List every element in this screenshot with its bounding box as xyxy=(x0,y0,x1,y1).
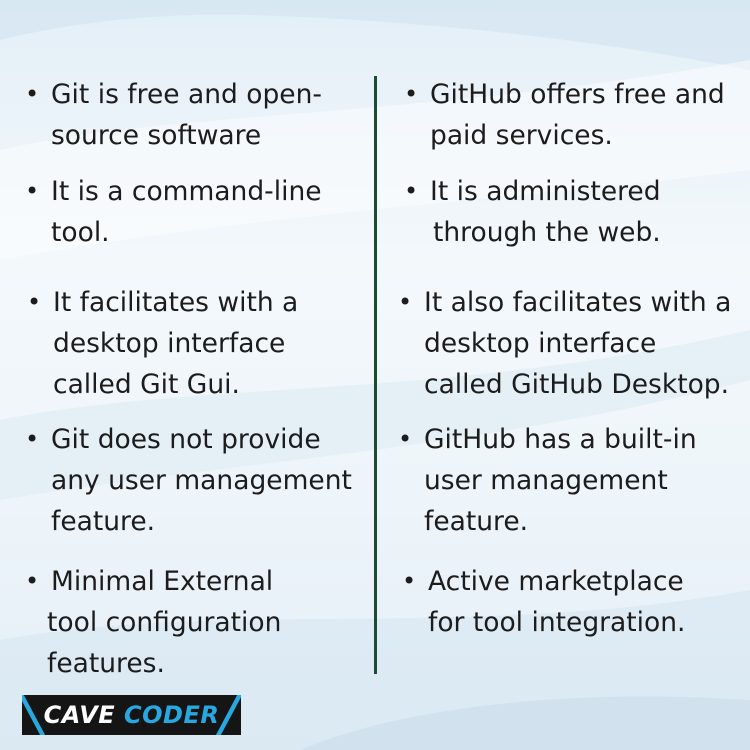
bullet-icon: • xyxy=(25,425,40,453)
left-item-4: • Git does not provide any user manageme… xyxy=(25,419,352,542)
left-item-1-line-2: source software xyxy=(51,120,262,151)
left-item-5-line-1: Minimal External xyxy=(51,566,274,597)
right-item-1: • GitHub offers free and paid services. xyxy=(404,74,725,156)
left-item-2-line-1: It is a command-line xyxy=(51,176,322,207)
left-item-3-line-3: called Git Gui. xyxy=(53,369,240,400)
bullet-icon: • xyxy=(25,567,40,595)
right-item-3: • It also facilitates with a desktop int… xyxy=(398,282,732,405)
left-item-2-line-2: tool. xyxy=(51,217,110,248)
bullet-icon: • xyxy=(25,80,40,108)
bullet-icon: • xyxy=(398,425,413,453)
left-item-4-line-1: Git does not provide xyxy=(51,424,321,455)
left-item-3: • It facilitates with a desktop interfac… xyxy=(27,282,299,405)
right-item-2-line-1: It is administered xyxy=(430,176,661,207)
right-item-2: • It is administered through the web. xyxy=(404,171,661,253)
column-divider xyxy=(374,76,377,674)
left-item-3-line-1: It facilitates with a xyxy=(53,287,299,318)
logo-word-2: CODER xyxy=(124,701,220,729)
left-item-5-line-2: tool configuration xyxy=(47,607,282,638)
bullet-icon: • xyxy=(27,288,42,316)
right-item-4-line-2: user management xyxy=(424,465,668,496)
left-item-5-line-3: features. xyxy=(47,648,165,679)
bullet-icon: • xyxy=(25,177,40,205)
left-item-4-line-2: any user management xyxy=(51,465,352,496)
left-item-1: • Git is free and open- source software xyxy=(25,74,322,156)
bullet-icon: • xyxy=(404,80,419,108)
left-item-3-line-2: desktop interface xyxy=(53,328,286,359)
left-item-4-line-3: feature. xyxy=(51,506,156,537)
left-item-1-line-1: Git is free and open- xyxy=(51,79,322,110)
cave-coder-logo: CAVE CODER xyxy=(22,695,241,735)
right-item-3-line-1: It also facilitates with a xyxy=(424,287,732,318)
bullet-icon: • xyxy=(404,177,419,205)
right-item-4-line-1: GitHub has a built-in xyxy=(424,424,697,455)
right-item-1-line-2: paid services. xyxy=(430,120,613,151)
bullet-icon: • xyxy=(402,567,417,595)
logo-word-1: CAVE xyxy=(43,701,125,729)
right-item-2-line-2: through the web. xyxy=(433,217,661,248)
right-item-4: • GitHub has a built-in user management … xyxy=(398,419,697,542)
logo-wordmark: CAVE CODER xyxy=(22,695,241,735)
right-item-3-line-2: desktop interface xyxy=(424,328,657,359)
bullet-icon: • xyxy=(398,288,413,316)
left-item-2: • It is a command-line tool. xyxy=(25,171,322,253)
right-item-1-line-1: GitHub offers free and xyxy=(430,79,725,110)
right-item-5: • Active marketplace for tool integratio… xyxy=(402,561,686,643)
right-item-5-line-2: for tool integration. xyxy=(428,607,686,638)
left-item-5: • Minimal External tool configuration fe… xyxy=(25,561,281,684)
right-item-4-line-3: feature. xyxy=(424,506,529,537)
right-item-3-line-3: called GitHub Desktop. xyxy=(424,369,730,400)
right-item-5-line-1: Active marketplace xyxy=(428,566,684,597)
